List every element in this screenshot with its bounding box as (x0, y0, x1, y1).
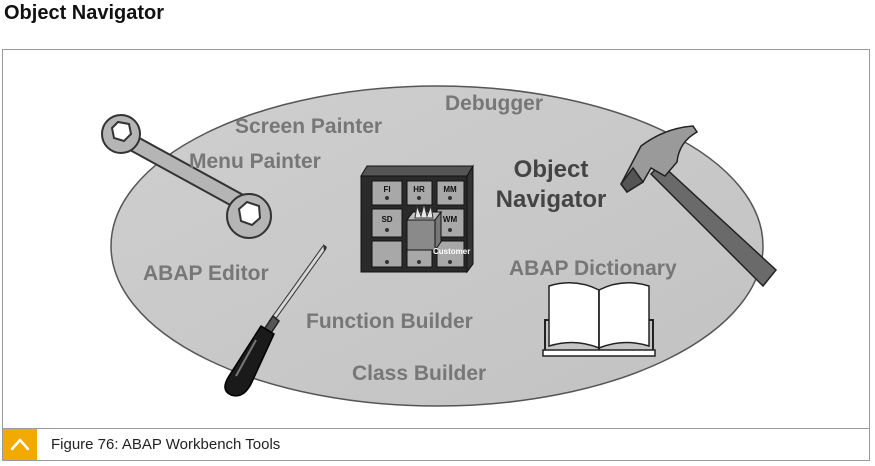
label-abap-dictionary: ABAP Dictionary (509, 257, 677, 280)
label-class-builder: Class Builder (352, 362, 486, 385)
drawer-label-wm: WM (443, 215, 458, 224)
label-object-navigator-line1: Object (514, 156, 589, 183)
label-function-builder: Function Builder (306, 310, 473, 333)
cabinet-icon: FI HR MM SD WM Customer (360, 164, 474, 274)
wrench-icon (101, 114, 272, 239)
chevron-up-icon[interactable] (3, 429, 37, 460)
workbench-diagram: FI HR MM SD WM Customer Debugger Screen … (101, 85, 778, 407)
label-debugger: Debugger (445, 92, 543, 115)
label-menu-painter: Menu Painter (189, 150, 321, 173)
drawer-label-customer: Customer (433, 247, 470, 256)
figure-caption: Figure 76: ABAP Workbench Tools (51, 436, 281, 453)
book-icon (542, 282, 656, 357)
label-screen-painter: Screen Painter (235, 115, 382, 138)
drawer-label-sd: SD (381, 215, 392, 224)
drawer-label-mm: MM (443, 185, 457, 194)
page-title: Object Navigator (4, 2, 165, 24)
figure-caption-bar: Figure 76: ABAP Workbench Tools (2, 428, 870, 461)
screwdriver-icon (224, 244, 327, 397)
drawer-label-hr: HR (413, 185, 425, 194)
hammer-icon (620, 125, 778, 288)
figure-frame: FI HR MM SD WM Customer Debugger Screen … (2, 49, 870, 461)
label-object-navigator-line2: Navigator (496, 186, 607, 213)
drawer-label-fi: FI (383, 185, 390, 194)
label-abap-editor: ABAP Editor (143, 262, 269, 285)
